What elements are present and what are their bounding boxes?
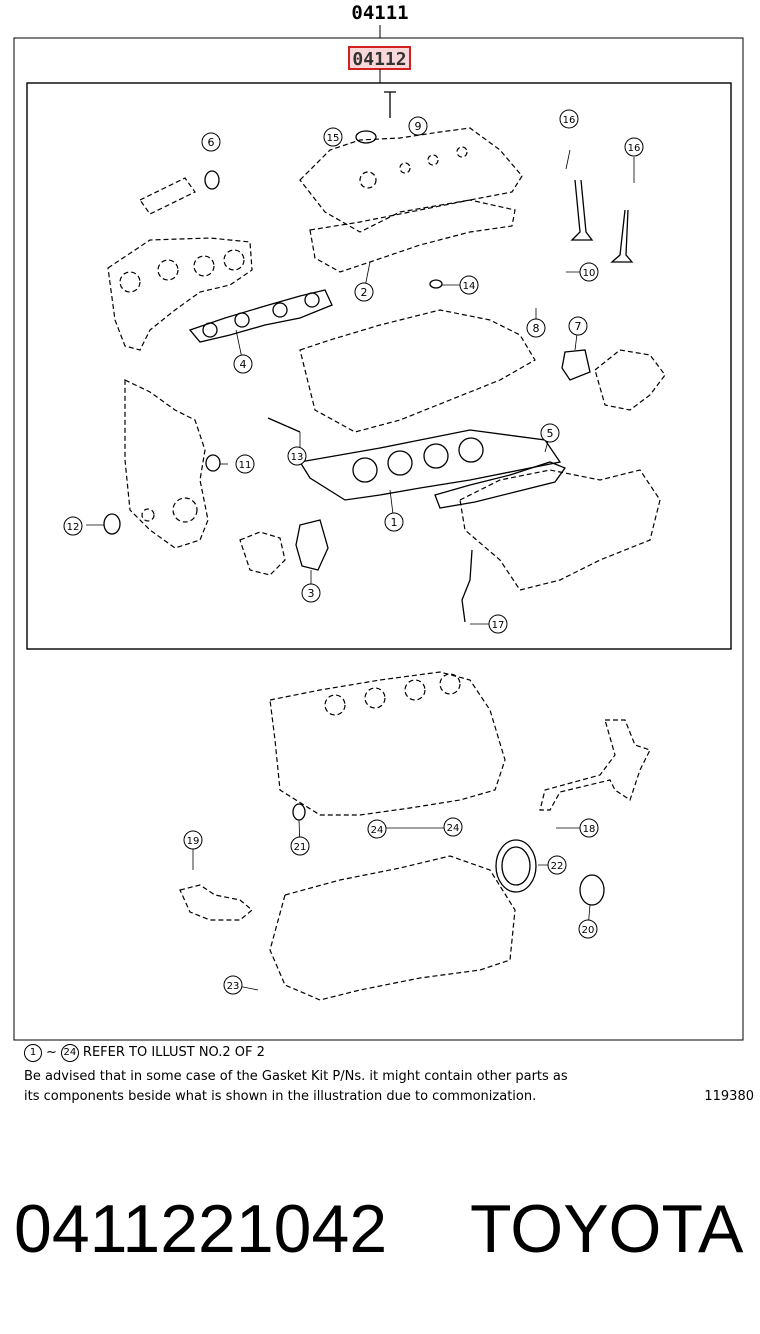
dipstick-tube bbox=[461, 549, 473, 623]
oil-pan bbox=[269, 855, 516, 1001]
callout-24a: 24 bbox=[367, 819, 387, 839]
svg-text:16: 16 bbox=[563, 115, 576, 126]
gasket-6 bbox=[204, 170, 220, 190]
part-footer: 0411221042 TOYOTA bbox=[0, 1190, 760, 1280]
callout-13: 13 bbox=[287, 446, 307, 466]
head-cover-gasket bbox=[309, 199, 516, 273]
timing-chain-cover bbox=[124, 379, 209, 549]
intake-manifold bbox=[459, 469, 661, 591]
svg-text:20: 20 bbox=[582, 925, 595, 936]
outer-frame bbox=[13, 37, 744, 1041]
cylinder-head-gasket bbox=[298, 429, 562, 501]
callout-24b: 24 bbox=[443, 817, 463, 837]
callout-1: 1 bbox=[384, 512, 404, 532]
svg-text:15: 15 bbox=[327, 133, 340, 144]
ref-tilde: ~ bbox=[46, 1045, 57, 1060]
oil-seal-12 bbox=[103, 513, 121, 535]
svg-text:4: 4 bbox=[240, 358, 247, 371]
callout-23: 23 bbox=[223, 975, 243, 995]
svg-text:11: 11 bbox=[239, 460, 252, 471]
callout-18: 18 bbox=[579, 818, 599, 838]
callout-9: 9 bbox=[408, 116, 428, 136]
callout-4: 4 bbox=[233, 354, 253, 374]
exhaust-manifold-gasket bbox=[188, 289, 333, 343]
o-ring-21 bbox=[292, 803, 306, 821]
svg-text:18: 18 bbox=[583, 824, 596, 835]
svg-text:10: 10 bbox=[583, 268, 596, 279]
exhaust-manifold bbox=[107, 237, 253, 351]
callout-12: 12 bbox=[63, 516, 83, 536]
illustration-reference: 1 ~ 24 REFER TO ILLUST NO.2 OF 2 bbox=[24, 1043, 754, 1063]
svg-text:19: 19 bbox=[187, 836, 200, 847]
illustration-number: 119380 bbox=[704, 1089, 754, 1104]
svg-text:8: 8 bbox=[533, 322, 540, 335]
ref-text: REFER TO ILLUST NO.2 OF 2 bbox=[82, 1045, 265, 1060]
callout-8: 8 bbox=[526, 318, 546, 338]
svg-text:17: 17 bbox=[492, 620, 505, 631]
svg-text:6: 6 bbox=[208, 136, 215, 149]
water-pump-gasket bbox=[295, 519, 329, 571]
callout-3: 3 bbox=[301, 583, 321, 603]
part-number: 0411221042 bbox=[14, 1191, 388, 1267]
bolt bbox=[267, 417, 301, 433]
callout-2: 2 bbox=[354, 282, 374, 302]
bolt bbox=[384, 91, 396, 118]
callout-15: 15 bbox=[323, 127, 343, 147]
highlighted-kit-number: 04112 bbox=[352, 49, 406, 70]
callout-11: 11 bbox=[235, 454, 255, 474]
kit-number-label: 04111 bbox=[351, 2, 409, 24]
callouts: 6 15 9 16 16 2 10 14 8 7 4 5 11 13 12 1 … bbox=[63, 109, 644, 995]
callout-10: 10 bbox=[579, 262, 599, 282]
diagram-notes: 1 ~ 24 REFER TO ILLUST NO.2 OF 2 Be advi… bbox=[24, 1043, 754, 1107]
svg-text:24: 24 bbox=[371, 825, 384, 836]
callout-21: 21 bbox=[290, 836, 310, 856]
thermostat-housing bbox=[594, 349, 666, 411]
cylinder-block bbox=[269, 671, 506, 816]
svg-text:9: 9 bbox=[415, 120, 422, 133]
gasket-kit-exploded-diagram: 04112 bbox=[13, 25, 744, 1041]
svg-text:2: 2 bbox=[361, 286, 368, 299]
callout-22: 22 bbox=[547, 855, 567, 875]
ref-start-marker: 1 bbox=[24, 1044, 42, 1062]
thermostat-gasket bbox=[561, 349, 591, 381]
callout-16b: 16 bbox=[624, 137, 644, 157]
svg-text:23: 23 bbox=[227, 981, 240, 992]
callout-16a: 16 bbox=[559, 109, 579, 129]
crankshaft-rear-seal bbox=[495, 839, 537, 893]
callout-7: 7 bbox=[568, 316, 588, 336]
valve bbox=[570, 179, 594, 241]
svg-text:24: 24 bbox=[447, 823, 460, 834]
svg-text:7: 7 bbox=[575, 320, 582, 333]
svg-text:16: 16 bbox=[628, 143, 641, 154]
svg-text:22: 22 bbox=[551, 861, 564, 872]
ref-end-marker: 24 bbox=[60, 1044, 79, 1062]
water-pump bbox=[239, 531, 286, 576]
callout-5: 5 bbox=[540, 423, 560, 443]
svg-text:14: 14 bbox=[463, 281, 476, 292]
advice-line-1: Be advised that in some case of the Gask… bbox=[24, 1069, 568, 1084]
callout-6: 6 bbox=[201, 132, 221, 152]
svg-text:21: 21 bbox=[294, 842, 307, 853]
inner-frame bbox=[26, 82, 732, 650]
brand-name: TOYOTA bbox=[470, 1191, 744, 1267]
cylinder-head bbox=[299, 309, 536, 433]
svg-text:13: 13 bbox=[291, 452, 304, 463]
svg-text:3: 3 bbox=[308, 587, 315, 600]
o-ring-11 bbox=[205, 454, 221, 472]
intake-manifold-gasket bbox=[434, 461, 567, 509]
advice-line-2: its components beside what is shown in t… bbox=[24, 1089, 537, 1104]
valve bbox=[610, 209, 634, 263]
cylinder-head-cover bbox=[299, 127, 523, 233]
gasket-14 bbox=[429, 279, 443, 289]
gasket-15 bbox=[355, 130, 377, 144]
svg-text:5: 5 bbox=[547, 427, 554, 440]
callout-17: 17 bbox=[488, 614, 508, 634]
callout-19: 19 bbox=[183, 830, 203, 850]
svg-text:1: 1 bbox=[391, 516, 398, 529]
svg-text:12: 12 bbox=[67, 522, 80, 533]
callout-20: 20 bbox=[578, 919, 598, 939]
callout-14: 14 bbox=[459, 275, 479, 295]
crankshaft-front-seal bbox=[579, 874, 605, 906]
